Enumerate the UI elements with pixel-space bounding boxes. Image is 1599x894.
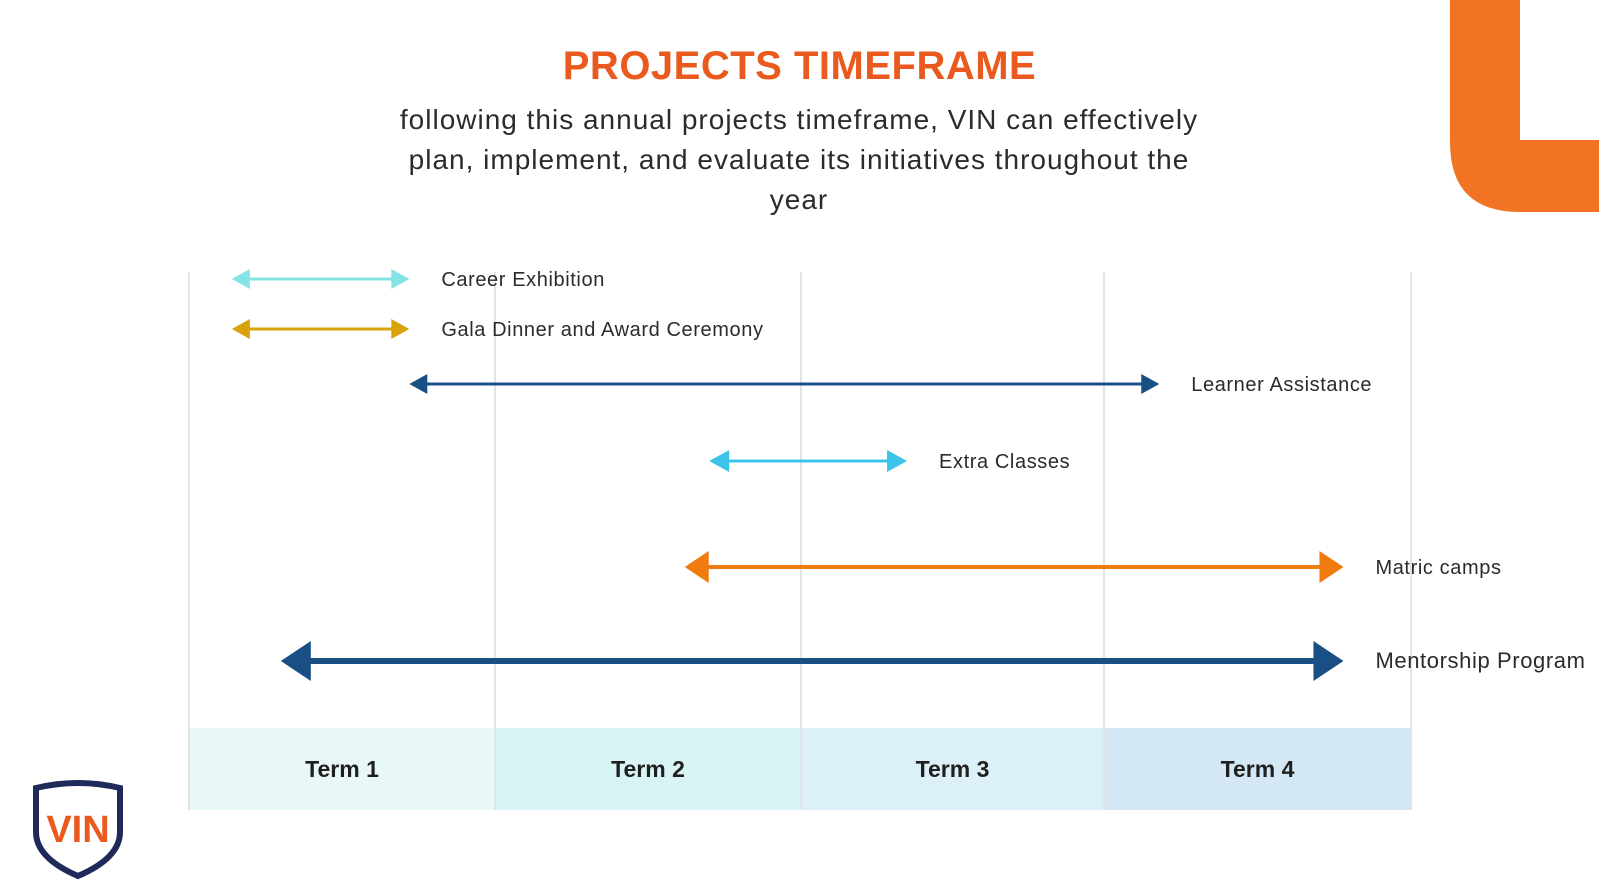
arrow-head-left xyxy=(409,374,428,394)
arrow-head-left xyxy=(231,269,250,289)
project-label: Mentorship Program xyxy=(1375,648,1585,673)
arrow-head-right xyxy=(1141,374,1160,394)
project-label: Gala Dinner and Award Ceremony xyxy=(441,319,763,341)
arrow-head-right xyxy=(391,269,410,289)
arrow-head-right xyxy=(391,319,410,339)
arrow-head-left xyxy=(231,319,250,339)
project-label: Learner Assistance xyxy=(1191,374,1372,396)
term-label: Term 1 xyxy=(305,756,379,782)
page-title: PROJECTS TIMEFRAME xyxy=(562,44,1037,88)
project-label: Matric camps xyxy=(1375,557,1501,579)
project-label: Extra Classes xyxy=(939,451,1070,473)
arrow-head-right xyxy=(887,450,908,472)
logo-text: VIN xyxy=(46,809,109,851)
term-band xyxy=(495,728,801,810)
arrow-head-left xyxy=(280,641,311,681)
term-band xyxy=(801,728,1104,810)
term-band xyxy=(189,728,495,810)
arrow-head-right xyxy=(1313,641,1344,681)
vin-logo: VIN xyxy=(33,780,123,880)
term-label: Term 3 xyxy=(916,756,990,782)
page-subtitle: following this annual projects timeframe… xyxy=(399,104,1199,215)
term-band xyxy=(1104,728,1411,810)
term-label: Term 2 xyxy=(611,756,685,782)
arrow-head-right xyxy=(1319,551,1344,583)
project-label: Career Exhibition xyxy=(441,269,605,291)
term-label: Term 4 xyxy=(1221,756,1295,782)
arrow-head-left xyxy=(709,450,730,472)
arrow-head-left xyxy=(684,551,709,583)
